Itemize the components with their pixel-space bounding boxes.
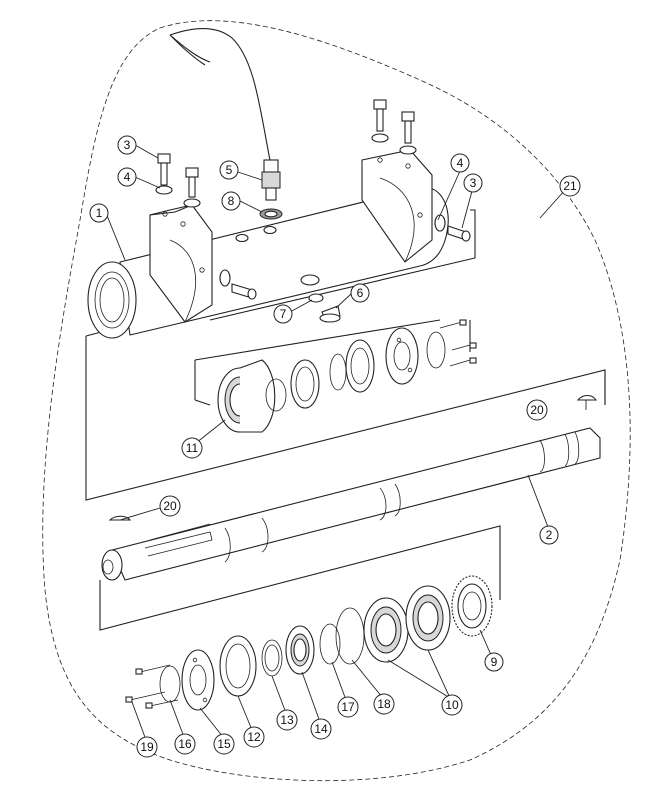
callout-17: 17: [337, 696, 359, 718]
svg-text:11: 11: [186, 441, 199, 455]
washer-top-right-2: [399, 145, 417, 155]
grease-nipple-washer: [308, 293, 324, 303]
callout-8: 8: [221, 191, 241, 211]
washer-top-left-2: [183, 198, 201, 208]
callout-4-left: 4: [117, 167, 137, 187]
callout-10: 10: [441, 694, 463, 716]
svg-text:5: 5: [226, 163, 233, 177]
callout-12: 12: [243, 726, 265, 748]
svg-text:3: 3: [470, 176, 477, 190]
plug-screw: [319, 305, 341, 323]
washer-top-right-1: [371, 133, 389, 143]
svg-text:14: 14: [314, 722, 328, 736]
svg-text:13: 13: [280, 713, 294, 727]
callout-21: 21: [559, 175, 581, 197]
callout-4-right: 4: [450, 153, 470, 173]
callout-20-left: 20: [159, 495, 181, 517]
callout-1: 1: [89, 203, 109, 223]
svg-text:12: 12: [247, 730, 261, 744]
lower-parts-group: [125, 575, 493, 711]
callout-7: 7: [273, 304, 293, 324]
svg-text:2: 2: [546, 528, 553, 542]
bolt-top-right-2: [401, 111, 415, 144]
side-bolt-right: [434, 214, 471, 242]
sensor-assembly: [169, 28, 281, 201]
svg-text:18: 18: [377, 697, 391, 711]
bearing-panel: [194, 319, 477, 433]
svg-text:6: 6: [357, 286, 364, 300]
kit-boundary-outline: [42, 20, 631, 782]
callout-3-left: 3: [117, 135, 137, 155]
callout-6: 6: [350, 283, 370, 303]
leader-lines: [105, 144, 566, 741]
svg-text:19: 19: [140, 740, 154, 754]
housing-bore-end: [87, 261, 137, 339]
callout-9: 9: [484, 652, 504, 672]
bolt-top-left-2: [185, 167, 199, 198]
callout-15: 15: [213, 733, 235, 755]
shaft: [101, 370, 606, 581]
svg-text:1: 1: [96, 206, 103, 220]
svg-text:7: 7: [280, 307, 287, 321]
callout-11: 11: [181, 437, 203, 459]
callout-13: 13: [276, 709, 298, 731]
svg-text:4: 4: [124, 170, 131, 184]
svg-text:4: 4: [457, 156, 464, 170]
svg-text:17: 17: [341, 700, 355, 714]
callout-3-right: 3: [463, 173, 483, 193]
svg-text:16: 16: [178, 737, 192, 751]
svg-text:21: 21: [563, 179, 577, 193]
side-bolt-left: [219, 269, 257, 300]
bolt-top-right-1: [373, 99, 387, 132]
svg-text:20: 20: [530, 403, 544, 417]
callout-5: 5: [219, 160, 239, 180]
callout-14: 14: [310, 718, 332, 740]
svg-text:20: 20: [163, 499, 177, 513]
svg-text:10: 10: [445, 698, 459, 712]
key-right: [576, 394, 598, 401]
svg-text:15: 15: [217, 737, 231, 751]
svg-text:9: 9: [491, 655, 498, 669]
callout-2: 2: [539, 525, 559, 545]
svg-text:8: 8: [228, 194, 235, 208]
callout-18: 18: [373, 693, 395, 715]
callout-16: 16: [174, 733, 196, 755]
lower-panel-outline: [99, 525, 501, 631]
callout-20-right: 20: [526, 399, 548, 421]
washer-seal: [300, 274, 320, 286]
bolt-top-left-1: [157, 153, 171, 186]
key-left: [108, 515, 132, 521]
svg-text:3: 3: [124, 138, 131, 152]
callout-19: 19: [136, 736, 158, 758]
